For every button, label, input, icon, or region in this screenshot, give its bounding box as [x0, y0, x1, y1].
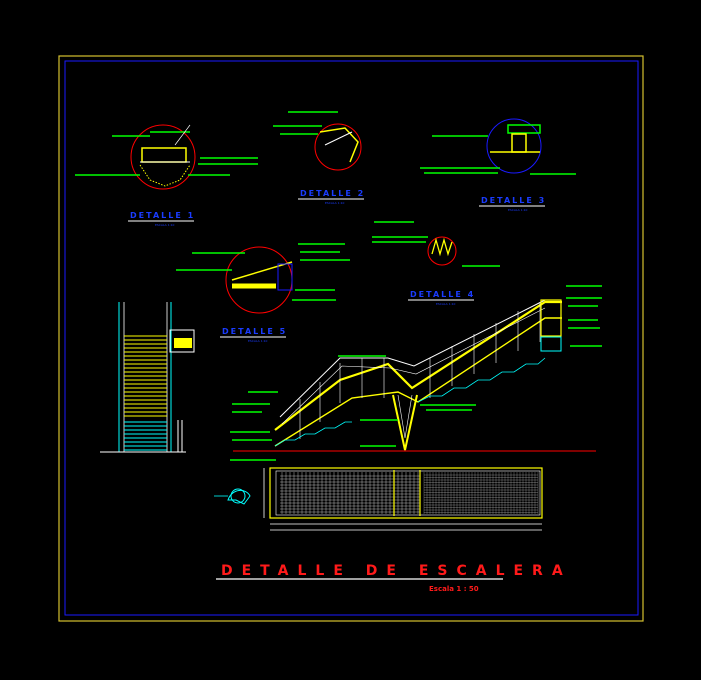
detail-5-cut-circle	[225, 246, 293, 314]
detail-1-label: DETALLE 1	[130, 211, 195, 220]
detail-1	[75, 124, 258, 190]
detail-2-label: DETALLE 2	[300, 189, 365, 198]
detail-5-label: DETALLE 5	[222, 327, 287, 336]
outer-frame	[58, 55, 644, 622]
stair-section	[230, 285, 602, 461]
detail-2-cut-circle	[314, 123, 362, 171]
inner-frame	[64, 60, 639, 616]
drawing-scale: Escala 1 : 50	[429, 585, 479, 593]
detail-4	[372, 221, 500, 267]
detail-3-label: DETALLE 3	[481, 196, 546, 205]
plan-view	[214, 467, 543, 531]
detail-3	[420, 118, 576, 175]
detail-2-scale: ESCALA 1:10	[325, 201, 345, 205]
detail-1-scale: ESCALA 1:10	[155, 223, 175, 227]
detail-5	[176, 243, 350, 314]
detail-4-label: DETALLE 4	[410, 290, 475, 299]
drawing-title: DETALLE DE ESCALERA	[221, 563, 572, 579]
detail-3-cut-circle	[486, 118, 542, 174]
detail-1-cut-circle	[130, 124, 196, 190]
detail-5-scale: ESCALA 1:10	[248, 339, 268, 343]
north-arrow-icon	[214, 488, 251, 505]
detail-4-scale: ESCALA 1:10	[436, 302, 456, 306]
detail-4-cut-circle	[427, 236, 457, 266]
detail-3-scale: ESCALA 1:10	[508, 208, 528, 212]
detail-2	[273, 111, 362, 171]
front-elevation	[100, 302, 195, 453]
